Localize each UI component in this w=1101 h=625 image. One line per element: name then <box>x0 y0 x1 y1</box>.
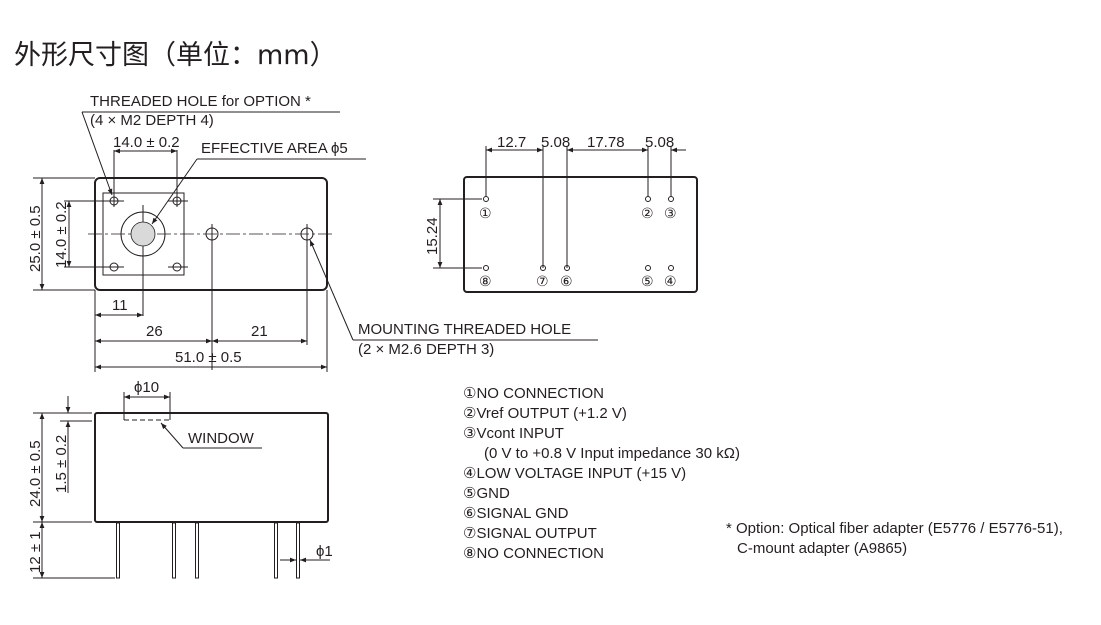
mounting-hole <box>205 227 219 241</box>
dim-21: 21 <box>251 323 268 340</box>
pin-diameter: ϕ1 <box>316 543 333 560</box>
option-note-2: C-mount adapter (A9865) <box>737 540 907 557</box>
legend-item: ③Vcont INPUT <box>463 425 564 442</box>
legend-item: ①NO CONNECTION <box>463 385 604 402</box>
pin-legend: ①NO CONNECTION ②Vref OUTPUT (+1.2 V) ③Vc… <box>463 385 740 562</box>
effective-area <box>130 221 156 247</box>
dim-pin-vertical: 15.24 <box>424 217 441 255</box>
dim-length: 51.0 ± 0.5 <box>175 349 242 366</box>
dim-pin-5-08b: 5.08 <box>645 134 674 151</box>
dim-square-width: 14.0 ± 0.2 <box>113 134 180 151</box>
pin-label: ④ <box>664 274 677 290</box>
window-diameter: ϕ10 <box>134 379 159 396</box>
pin-label: ⑤ <box>641 274 654 290</box>
dim-window-depth: 1.5 ± 0.2 <box>53 435 70 493</box>
window-label: WINDOW <box>188 430 255 447</box>
side-pins <box>116 522 300 579</box>
top-view: THREADED HOLE for OPTION * (4 × M2 DEPTH… <box>27 93 598 372</box>
window-ring <box>120 211 166 257</box>
dim-height: 25.0 ± 0.5 <box>27 205 44 272</box>
pin-label: ① <box>479 206 492 222</box>
dim-side-height: 24.0 ± 0.5 <box>27 440 44 507</box>
legend-item: ⑧NO CONNECTION <box>463 545 604 562</box>
pins <box>483 196 674 271</box>
legend-item: ⑤GND <box>463 485 510 502</box>
mounting-hole <box>300 227 314 241</box>
dim-pin-12-7: 12.7 <box>497 134 526 151</box>
dim-26: 26 <box>146 323 163 340</box>
module-outline-side <box>94 412 329 523</box>
module-outline-bottom <box>463 176 698 293</box>
pin-label: ③ <box>664 206 677 222</box>
dim-pin-17-78: 17.78 <box>587 134 625 151</box>
legend-item: ⑥SIGNAL GND <box>463 505 569 522</box>
pin-label: ② <box>641 206 654 222</box>
dim-pin-5-08: 5.08 <box>541 134 570 151</box>
effective-area-label: EFFECTIVE AREA ϕ5 <box>201 140 348 157</box>
dim-11: 11 <box>112 297 128 314</box>
pin-label: ⑧ <box>479 274 492 290</box>
pin-label: ⑦ <box>536 274 549 290</box>
legend-item: ④LOW VOLTAGE INPUT (+15 V) <box>463 465 686 482</box>
mounting-hole-spec: (2 × M2.6 DEPTH 3) <box>358 341 494 358</box>
page-title: 外形尺寸图（单位：mm） <box>14 40 337 71</box>
dim-square-height: 14.0 ± 0.2 <box>53 201 70 268</box>
threaded-hole-label: THREADED HOLE for OPTION * <box>90 93 311 110</box>
dim-pin-length: 12 ± 1 <box>27 531 44 573</box>
option-note: * Option: Optical fiber adapter (E5776 /… <box>726 520 1063 537</box>
threaded-holes <box>64 150 188 272</box>
pin-view: 12.7 5.08 17.78 5.08 15.24 ① ② ③ ⑧ ⑦ ⑥ ⑤… <box>424 134 698 293</box>
side-view: ϕ10 WINDOW 24.0 ± 0.5 1.5 ± 0.2 12 ± 1 ϕ… <box>27 379 333 579</box>
mounting-hole-label: MOUNTING THREADED HOLE <box>358 321 571 338</box>
pin-label: ⑥ <box>560 274 573 290</box>
legend-item: ⑦SIGNAL OUTPUT <box>463 525 597 542</box>
legend-item: ②Vref OUTPUT (+1.2 V) <box>463 405 627 422</box>
threaded-hole-spec: (4 × M2 DEPTH 4) <box>90 112 214 129</box>
legend-item: (0 V to +0.8 V Input impedance 30 kΩ) <box>484 445 740 462</box>
